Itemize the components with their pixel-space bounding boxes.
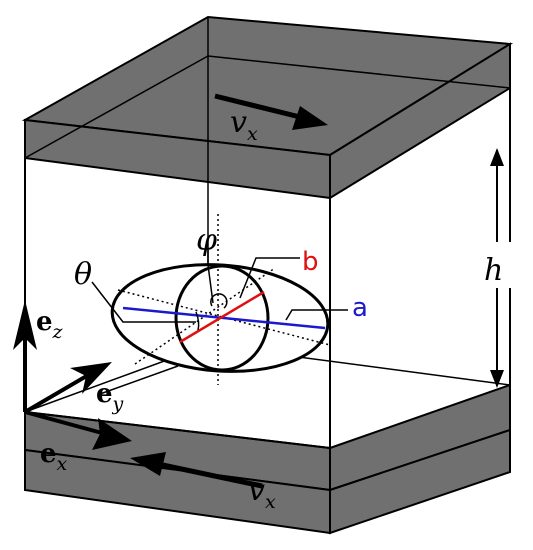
top-plate-back-edge [24, 55, 209, 159]
label-h: h [484, 253, 503, 288]
top-plate-back-edge [207, 55, 511, 89]
theta-angle-arc [195, 311, 200, 331]
ex-arrow [24, 410, 103, 435]
axis-a-line [122, 306, 326, 330]
ey-arrow [23, 372, 92, 414]
label-ex: ex [40, 439, 68, 475]
bottom-velocity-arrow [130, 452, 263, 489]
top-plate [21, 15, 514, 200]
height-dimension [478, 148, 516, 388]
label-vx-top: vx [230, 105, 258, 145]
coordinate-system [13, 300, 132, 450]
label-ez: ez [36, 307, 64, 343]
axis-b-line [179, 290, 265, 344]
label-ey: ey [96, 379, 124, 415]
ellipsoid-cross-section [174, 264, 270, 372]
diagonal-reference-line [134, 267, 276, 365]
phi-angle-arc [210, 293, 228, 309]
label-phi: φ [196, 223, 217, 258]
label-theta: θ [74, 257, 92, 292]
bottom-plate-side-face [329, 428, 511, 535]
label-b: b [302, 247, 319, 277]
ellipsoid [110, 214, 331, 385]
top-velocity-arrow [214, 93, 328, 130]
label-leaders [91, 250, 348, 395]
label-a: a [352, 293, 368, 323]
horizontal-reference-line [117, 289, 331, 346]
label-vx-bottom: vx [248, 473, 276, 513]
